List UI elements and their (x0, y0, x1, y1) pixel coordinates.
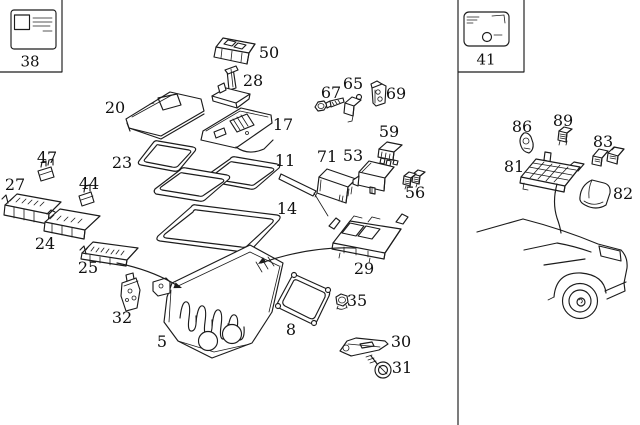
part-89-relay (557, 126, 573, 146)
ref-box-41-thumbnail-icon[interactable] (463, 11, 510, 47)
part-35-nut (335, 293, 349, 310)
ref-box-38-label[interactable]: 38 (20, 52, 40, 71)
callout-23[interactable]: 23 (111, 153, 133, 172)
callout-44[interactable]: 44 (78, 174, 100, 193)
callout-28[interactable]: 28 (242, 71, 264, 90)
callout-82[interactable]: 82 (612, 184, 634, 203)
part-11-frame-assembly (153, 156, 329, 217)
callout-35[interactable]: 35 (346, 291, 368, 310)
callout-59[interactable]: 59 (378, 122, 400, 141)
callout-53[interactable]: 53 (342, 146, 364, 165)
callout-17[interactable]: 17 (272, 115, 294, 134)
callout-14[interactable]: 14 (276, 199, 298, 218)
part-59-relay (377, 141, 403, 167)
assembly-arrow-left (116, 262, 182, 289)
part-65-relay (343, 93, 363, 123)
part-53-control-module (352, 160, 395, 195)
callout-25[interactable]: 25 (77, 258, 99, 277)
part-8-seal-ring (274, 271, 332, 327)
part-81-fuse-strip-block (519, 151, 585, 195)
callout-65[interactable]: 65 (342, 74, 364, 93)
callout-29[interactable]: 29 (353, 259, 375, 278)
callout-32[interactable]: 32 (111, 308, 133, 327)
callout-11[interactable]: 11 (274, 151, 296, 170)
part-67-screw (314, 97, 345, 112)
part-20-cover (125, 91, 205, 140)
part-24-fuse-block (43, 208, 101, 240)
callout-8[interactable]: 8 (285, 320, 297, 339)
assembly-arrow-right (258, 247, 357, 264)
callout-67[interactable]: 67 (320, 83, 342, 102)
callout-86[interactable]: 86 (511, 117, 533, 136)
callout-24[interactable]: 24 (34, 234, 56, 253)
part-23-seal-frame (137, 140, 197, 172)
part-17-mounting-plate (200, 107, 274, 153)
section-dividers (0, 0, 525, 425)
part-69-bracket (370, 80, 387, 107)
part-5-housing (152, 244, 284, 359)
callout-89[interactable]: 89 (552, 111, 574, 130)
callout-20[interactable]: 20 (104, 98, 126, 117)
callout-83[interactable]: 83 (592, 132, 614, 151)
callout-56[interactable]: 56 (404, 183, 426, 202)
part-71-module (314, 168, 357, 204)
callout-5[interactable]: 5 (156, 332, 168, 351)
part-47-connector (37, 158, 55, 182)
part-14-gasket (156, 204, 281, 253)
part-30-bracket-plate (339, 337, 389, 357)
car-rear-quarter-view (476, 218, 628, 320)
part-29-relay-block (328, 213, 409, 264)
part-25-fuse-strip (79, 241, 139, 267)
callout-69[interactable]: 69 (385, 84, 407, 103)
part-83-connector-block (591, 146, 625, 167)
callout-30[interactable]: 30 (390, 332, 412, 351)
part-82-cover-boot (579, 179, 611, 209)
callout-31[interactable]: 31 (391, 358, 413, 377)
callout-50[interactable]: 50 (258, 43, 280, 62)
part-32-bracket (120, 272, 141, 312)
part-44-connector (78, 184, 95, 207)
part-86-clip (519, 132, 534, 154)
callout-27[interactable]: 27 (4, 175, 26, 194)
part-31-screw (365, 354, 392, 379)
callout-47[interactable]: 47 (36, 148, 58, 167)
part-50-relay-block (213, 37, 256, 65)
part-28-bracket (211, 65, 251, 109)
callout-71[interactable]: 71 (316, 147, 338, 166)
part-56-connector-pair (402, 169, 426, 190)
location-leader-line (553, 183, 562, 234)
ref-box-41-label[interactable]: 41 (476, 50, 496, 69)
callout-81[interactable]: 81 (503, 157, 525, 176)
ref-box-38-thumbnail-icon[interactable] (10, 9, 57, 50)
